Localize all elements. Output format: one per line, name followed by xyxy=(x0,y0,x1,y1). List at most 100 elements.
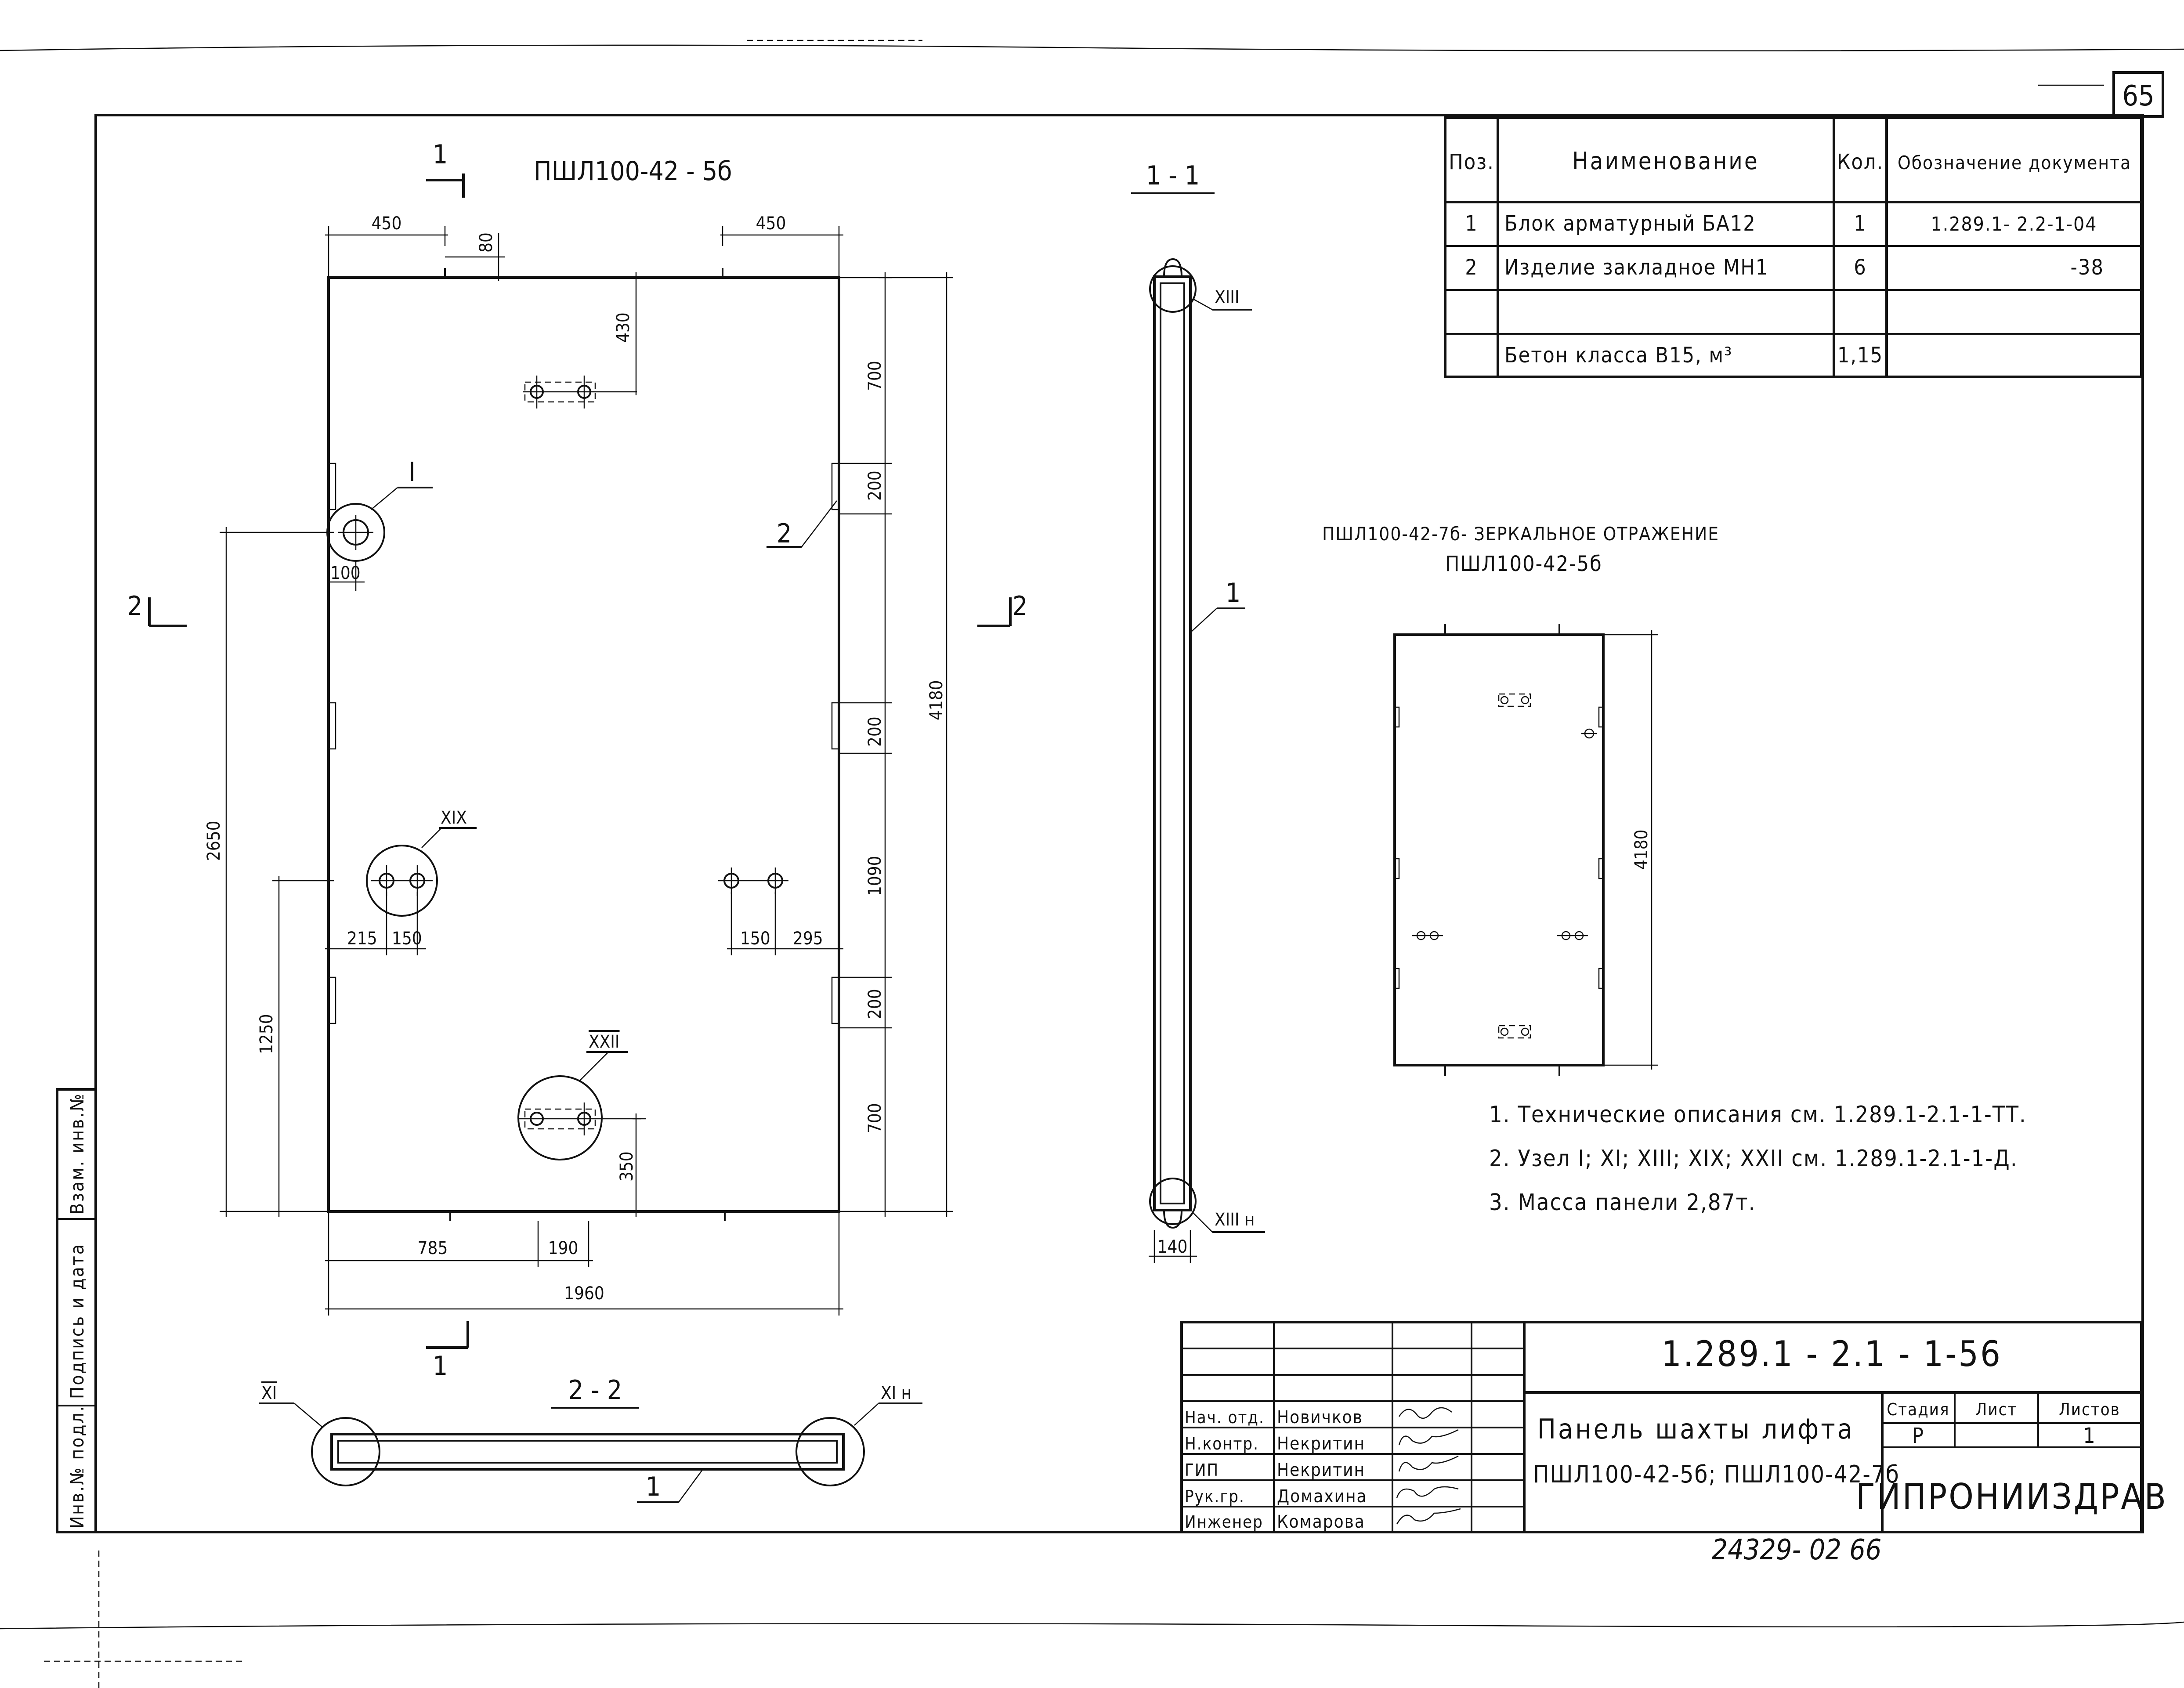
stamp-vzam-inv: Взам. инв.№ xyxy=(66,1092,88,1214)
svg-text:1: 1 xyxy=(433,1351,448,1381)
spec-row1-qty: 1 xyxy=(1854,211,1866,236)
section-mark-right: 2 xyxy=(977,591,1027,627)
stamp-inv-podl: Инв.№ подл. xyxy=(66,1405,88,1529)
plan-view: ПШЛ100-42 - 5б 1 1 2 2 xyxy=(127,139,1027,1381)
section-2-2: 2 - 2 XI XI н 1 xyxy=(259,1375,922,1503)
staff-name-4: Комарова xyxy=(1277,1512,1365,1532)
mirror-caption-2: ПШЛ100-42-5б xyxy=(1445,552,1602,576)
side-stamp: Инв.№ подл. Подпись и дата Взам. инв.№ xyxy=(56,1088,97,1533)
section-1-1: 1 - 1 XIII XIII н 1 140 xyxy=(1131,160,1265,1263)
bottom-insert: XXII xyxy=(517,1032,641,1160)
staff-role-4: Инженер xyxy=(1185,1512,1263,1532)
section-2-2-pos1: 1 xyxy=(646,1471,661,1502)
tb-sheets: 1 xyxy=(2083,1424,2096,1448)
spec-table: Поз. Наименование Кол. Обозначение докум… xyxy=(1444,116,2143,378)
plan-dims-bottom: 785 190 1960 xyxy=(325,1211,843,1316)
notes: 1. Технические описания см. 1.289.1-2.1-… xyxy=(1489,1102,2027,1216)
bottom-number: 24329- 02 66 xyxy=(1712,1534,1882,1566)
svg-text:2: 2 xyxy=(127,591,142,622)
staff-role-0: Нач. отд. xyxy=(1185,1408,1265,1427)
note-2: 2. Узел I; XI; XIII; XIX; XXII см. 1.289… xyxy=(1489,1146,2018,1172)
tb-title-1: Панель шахты лифта xyxy=(1537,1413,1855,1445)
panel-outline xyxy=(327,276,840,1213)
svg-text:190: 190 xyxy=(548,1238,579,1258)
svg-text:150: 150 xyxy=(740,929,770,949)
spec-header-doc: Обозначение документа xyxy=(1898,152,2131,173)
svg-text:450: 450 xyxy=(372,213,402,234)
spec-header-name: Наименование xyxy=(1572,147,1759,175)
pos2-leader: 2 xyxy=(767,500,837,549)
node-xxii-label: XXII xyxy=(589,1032,620,1052)
node-i: I xyxy=(326,457,433,562)
svg-text:430: 430 xyxy=(613,312,633,343)
tb-stage-label: Стадия xyxy=(1887,1400,1949,1419)
section-2-2-title: 2 - 2 xyxy=(568,1375,622,1406)
svg-text:1: 1 xyxy=(433,139,448,170)
svg-text:150: 150 xyxy=(392,929,422,949)
mirror-dim-4180: 4180 xyxy=(1631,829,1652,870)
svg-text:1960: 1960 xyxy=(564,1283,604,1304)
node-xix-label: XIX xyxy=(441,808,467,828)
staff-name-2: Некритин xyxy=(1277,1460,1365,1480)
top-insert xyxy=(523,376,637,408)
page-number: 65 xyxy=(2122,80,2154,112)
title-block: 1.289.1 - 2.1 - 1-56 Панель шахты лифта … xyxy=(1180,1321,2168,1533)
spec-row2-doc: -38 xyxy=(2070,255,2104,280)
spec-row1-pos: 1 xyxy=(1465,211,1478,236)
staff-role-2: ГИП xyxy=(1185,1460,1219,1480)
note-1: 1. Технические описания см. 1.289.1-2.1-… xyxy=(1489,1102,2027,1128)
node-i-label: I xyxy=(409,457,416,488)
svg-text:350: 350 xyxy=(617,1151,637,1182)
svg-text:295: 295 xyxy=(793,929,823,949)
section-1-1-title: 1 - 1 xyxy=(1146,160,1200,191)
svg-text:200: 200 xyxy=(865,989,885,1019)
spec-row2-name: Изделие закладное МН1 xyxy=(1504,255,1768,280)
scan-edges xyxy=(0,40,2184,1688)
mirror-view: ПШЛ100-42-7б- ЗЕРКАЛЬНОЕ ОТРАЖЕНИЕ ПШЛ10… xyxy=(1322,523,1718,1076)
node-xi-left-label: XI xyxy=(261,1383,277,1403)
note-3: 3. Масса панели 2,87т. xyxy=(1489,1189,1756,1216)
right-holes xyxy=(718,867,788,894)
spec-row1-name: Блок арматурный БА12 xyxy=(1504,211,1756,236)
tb-sheets-label: Листов xyxy=(2059,1400,2120,1419)
svg-text:450: 450 xyxy=(756,213,786,234)
svg-text:200: 200 xyxy=(865,470,885,501)
spec-header-qty: Кол. xyxy=(1837,150,1884,174)
plan-dims-right: 700 200 200 1090 200 700 4180 xyxy=(839,272,953,1217)
node-xiii-top-label: XIII xyxy=(1215,287,1239,307)
spec-row2-pos: 2 xyxy=(1465,255,1478,280)
svg-text:700: 700 xyxy=(865,361,885,391)
svg-text:80: 80 xyxy=(476,232,496,253)
section-mark-bottom: 1 xyxy=(426,1321,469,1381)
tb-title-2: ПШЛ100-42-5б; ПШЛ100-42-7б xyxy=(1533,1460,1900,1488)
spec-row1-doc: 1.289.1- 2.2-1-04 xyxy=(1931,213,2097,235)
tb-stage: Р xyxy=(1912,1424,1924,1448)
sheet-frame xyxy=(94,114,2144,1533)
plan-title: ПШЛ100-42 - 5б xyxy=(534,156,732,187)
svg-text:1250: 1250 xyxy=(257,1014,277,1054)
staff-name-0: Новичков xyxy=(1277,1407,1363,1428)
stamp-sign-date: Подпись и дата xyxy=(66,1243,88,1399)
staff-name-3: Домахина xyxy=(1277,1486,1367,1507)
plan-dims-left: 2650 1250 100 215 150 150 295 350 xyxy=(204,527,843,1217)
svg-text:4180: 4180 xyxy=(926,680,947,720)
tb-code: 1.289.1 - 2.1 - 1-56 xyxy=(1661,1334,2002,1374)
svg-text:2: 2 xyxy=(1012,591,1027,622)
signatures xyxy=(1396,1407,1461,1525)
svg-text:2650: 2650 xyxy=(204,821,224,861)
tb-sheet-label: Лист xyxy=(1976,1400,2018,1419)
section-mark-left: 2 xyxy=(127,591,187,627)
tb-org: ГИПРОНИИЗДРАВ xyxy=(1856,1476,2168,1517)
staff-role-3: Рук.гр. xyxy=(1185,1487,1245,1506)
plan-dims-top: 450 450 80 430 xyxy=(325,213,843,395)
svg-text:215: 215 xyxy=(347,929,377,949)
svg-text:200: 200 xyxy=(865,716,885,747)
page-number-box: 65 xyxy=(2038,71,2164,118)
svg-text:1090: 1090 xyxy=(865,856,885,896)
section-1-1-pos1: 1 xyxy=(1226,578,1240,608)
spec-row4-name: Бетон класса В15, м³ xyxy=(1504,343,1732,368)
staff-role-1: Н.контр. xyxy=(1185,1434,1259,1453)
staff-name-1: Некритин xyxy=(1277,1434,1365,1454)
svg-text:100: 100 xyxy=(330,563,361,583)
